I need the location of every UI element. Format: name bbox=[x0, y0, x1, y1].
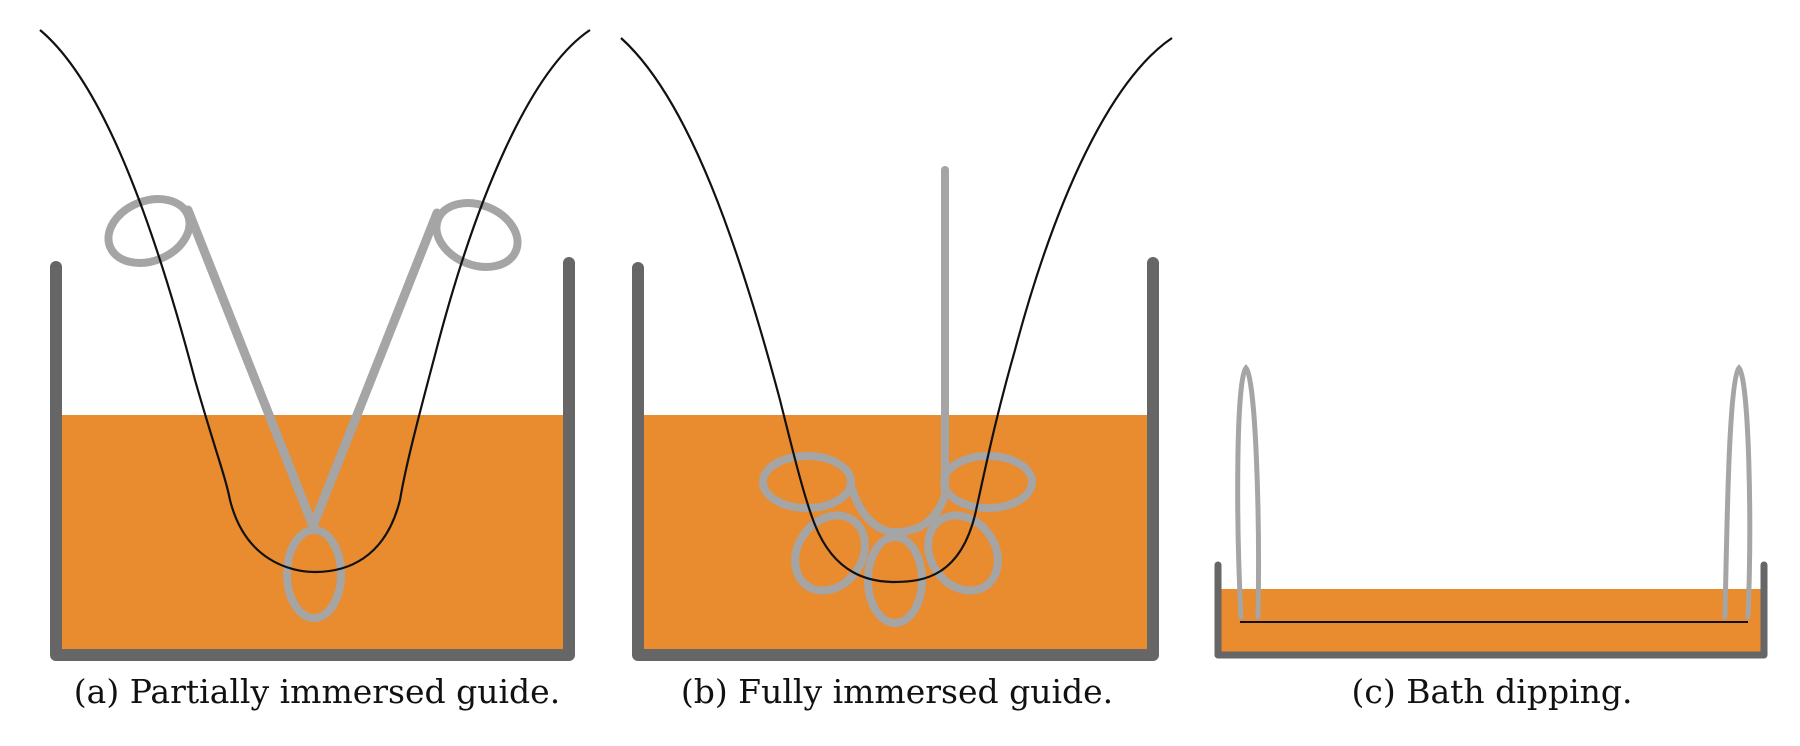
caption-a: (a) Partially immersed guide. bbox=[73, 672, 561, 711]
guide-loop-lower-right-b bbox=[924, 511, 1002, 595]
panel-b bbox=[620, 37, 1173, 661]
container-c bbox=[1214, 561, 1768, 659]
guide-loop-bottom-a bbox=[283, 526, 345, 622]
guide-rod-left-a bbox=[183, 205, 318, 531]
panel-c bbox=[1214, 364, 1768, 659]
guide-rod-right-a bbox=[308, 208, 442, 531]
guide-loop-left-b bbox=[759, 452, 855, 512]
guide-wire-left-c bbox=[1235, 364, 1261, 620]
guide-loop-top-left-a bbox=[104, 195, 194, 267]
fiber-b bbox=[620, 37, 1173, 584]
container-a bbox=[50, 257, 575, 661]
caption-c: (c) Bath dipping. bbox=[1351, 672, 1633, 711]
container-b bbox=[632, 257, 1159, 661]
guide-chain-b bbox=[846, 480, 949, 537]
panel-a bbox=[39, 29, 591, 661]
caption-b: (b) Fully immersed guide. bbox=[680, 672, 1114, 711]
guide-wire-right-c bbox=[1722, 364, 1753, 620]
guide-loop-lower-left-b bbox=[791, 511, 869, 595]
guide-loop-top-right-a bbox=[432, 199, 522, 271]
fiber-a bbox=[39, 29, 591, 574]
